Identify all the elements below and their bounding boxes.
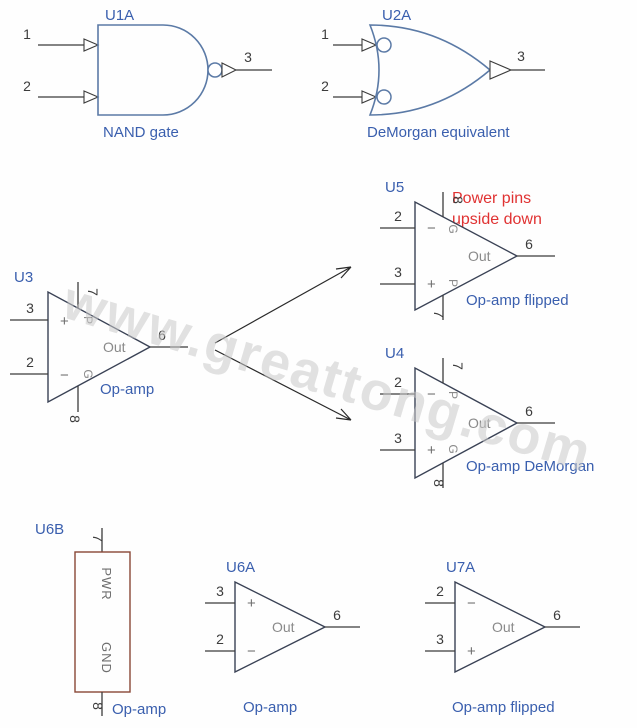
u5-out-label: Out [468,248,491,264]
u3-input-top-number: 3 [26,300,34,316]
u5-input-bottom-sign: + [427,276,436,293]
u6a-input-top-number: 3 [216,583,224,599]
u2a-input2-inversion-bubble-icon [376,89,392,105]
u2a-pin3-number: 3 [517,48,525,64]
u6b-caption: Op-amp [112,701,166,718]
u6a-ref-label: U6A [226,559,255,576]
u6b-power-bottom-number: 8 [90,702,106,710]
u1a-pin1-number: 1 [23,26,31,42]
u7a-input-top-sign: − [467,595,476,612]
u3-caption: Op-amp [100,381,154,398]
u1a-nand-body [97,24,209,116]
u4-power-bottom-tag: G [446,444,460,453]
u5-output-number: 6 [525,236,533,252]
u4-opamp-demorgan: U4 2 − 3 + 7 P 8 G Out 6 Op-amp DeMorgan [380,345,594,488]
u3-opamp: U3 3 + 2 − 7 P 8 G Out 6 Op-amp [10,269,188,423]
u4-output-number: 6 [525,403,533,419]
u4-input-top-sign: − [427,386,436,403]
u5-power-bottom-tag: P [446,279,460,287]
u2a-input2-pin-arrow-icon [361,90,378,104]
u5-input-top-number: 2 [394,208,402,224]
u4-power-top-number: 7 [450,362,466,370]
u6a-input-bottom-number: 2 [216,631,224,647]
u5-caption: Op-amp flipped [466,292,569,309]
u5-opamp-flipped: U5 Power pins upside down 2 − 3 + 8 G 7 … [380,179,569,320]
arrow-to-u5-icon [214,266,352,344]
u5-power-top-number: 8 [450,196,466,204]
u7a-input-top-number: 2 [436,583,444,599]
u2a-output-pin-arrow-icon [489,60,513,80]
arrow-to-u4-icon [214,349,352,421]
u7a-output-number: 6 [553,607,561,623]
u7a-ref-label: U7A [446,559,475,576]
u3-input-bottom-sign: − [60,367,69,384]
u4-triangle-body [414,366,519,480]
u3-power-top-tag: P [81,316,95,324]
u5-input-top-sign: − [427,220,436,237]
u3-input-bottom-number: 2 [26,354,34,370]
u5-triangle-body [414,200,519,312]
u4-input-bottom-sign: + [427,442,436,459]
u6a-caption: Op-amp [243,699,297,716]
u4-power-bottom-number: 8 [431,479,447,487]
u7a-opamp-flipped: U7A 2 − 3 + Out 6 Op-amp flipped [425,559,580,716]
u2a-input1-inversion-bubble-icon [376,37,392,53]
u6a-out-label: Out [272,619,295,635]
u4-out-label: Out [468,415,491,431]
u5-power-top-tag: G [446,224,460,233]
u5-input-bottom-number: 3 [394,264,402,280]
u1a-pin2-number: 2 [23,78,31,94]
power-pins-note-line1: Power pins [452,190,531,207]
u6b-gnd-label: GND [99,642,114,674]
u2a-pin1-number: 1 [321,26,329,42]
u3-power-top-number: 7 [85,288,101,296]
u2a-input1-pin-arrow-icon [361,38,378,52]
u7a-caption: Op-amp flipped [452,699,555,716]
u1a-input1-pin-arrow-icon [83,38,100,52]
u6b-power-unit: U6B 7 PWR GND 8 Op-amp [35,521,166,718]
u3-power-bottom-number: 8 [67,415,83,423]
u3-input-top-sign: + [60,313,69,330]
u1a-inversion-bubble-icon [207,62,223,78]
u6a-triangle-body [234,580,327,674]
u7a-input-bottom-sign: + [467,643,476,660]
power-pins-note-line2: upside down [452,211,542,228]
u3-triangle-body [47,290,152,404]
u6a-output-number: 6 [333,607,341,623]
u6b-ref-label: U6B [35,521,64,538]
u3-power-bottom-tag: G [81,369,95,378]
u4-ref-label: U4 [385,345,404,362]
u1a-nand-gate: U1A 1 2 3 NAND gate [23,7,272,141]
u4-input-top-number: 2 [394,374,402,390]
u3-ref-label: U3 [14,269,33,286]
u2a-or-body [368,24,492,116]
u4-caption: Op-amp DeMorgan [466,458,594,475]
u5-power-bottom-number: 7 [431,310,447,318]
u2a-ref-label: U2A [382,7,411,24]
u6a-opamp: U6A 3 + 2 − Out 6 Op-amp [205,559,360,716]
u6b-pwr-label: PWR [99,567,114,600]
u2a-pin2-number: 2 [321,78,329,94]
u7a-triangle-body [454,580,547,674]
u1a-input2-pin-arrow-icon [83,90,100,104]
u6a-input-bottom-sign: − [247,643,256,660]
comparison-arrows [214,266,352,421]
u3-output-number: 6 [158,327,166,343]
u1a-output-pin-arrow-icon [221,62,238,78]
u2a-demorgan-gate: U2A 1 2 3 DeMorgan equivalent [321,7,545,141]
u3-out-label: Out [103,339,126,355]
u4-power-top-tag: P [446,391,460,399]
u6a-input-top-sign: + [247,595,256,612]
u4-input-bottom-number: 3 [394,430,402,446]
u6b-power-top-number: 7 [90,534,106,542]
u2a-caption: DeMorgan equivalent [367,124,510,141]
u5-ref-label: U5 [385,179,404,196]
u1a-pin3-number: 3 [244,49,252,65]
u7a-input-bottom-number: 3 [436,631,444,647]
u7a-out-label: Out [492,619,515,635]
u1a-caption: NAND gate [103,124,179,141]
u1a-ref-label: U1A [105,7,134,24]
